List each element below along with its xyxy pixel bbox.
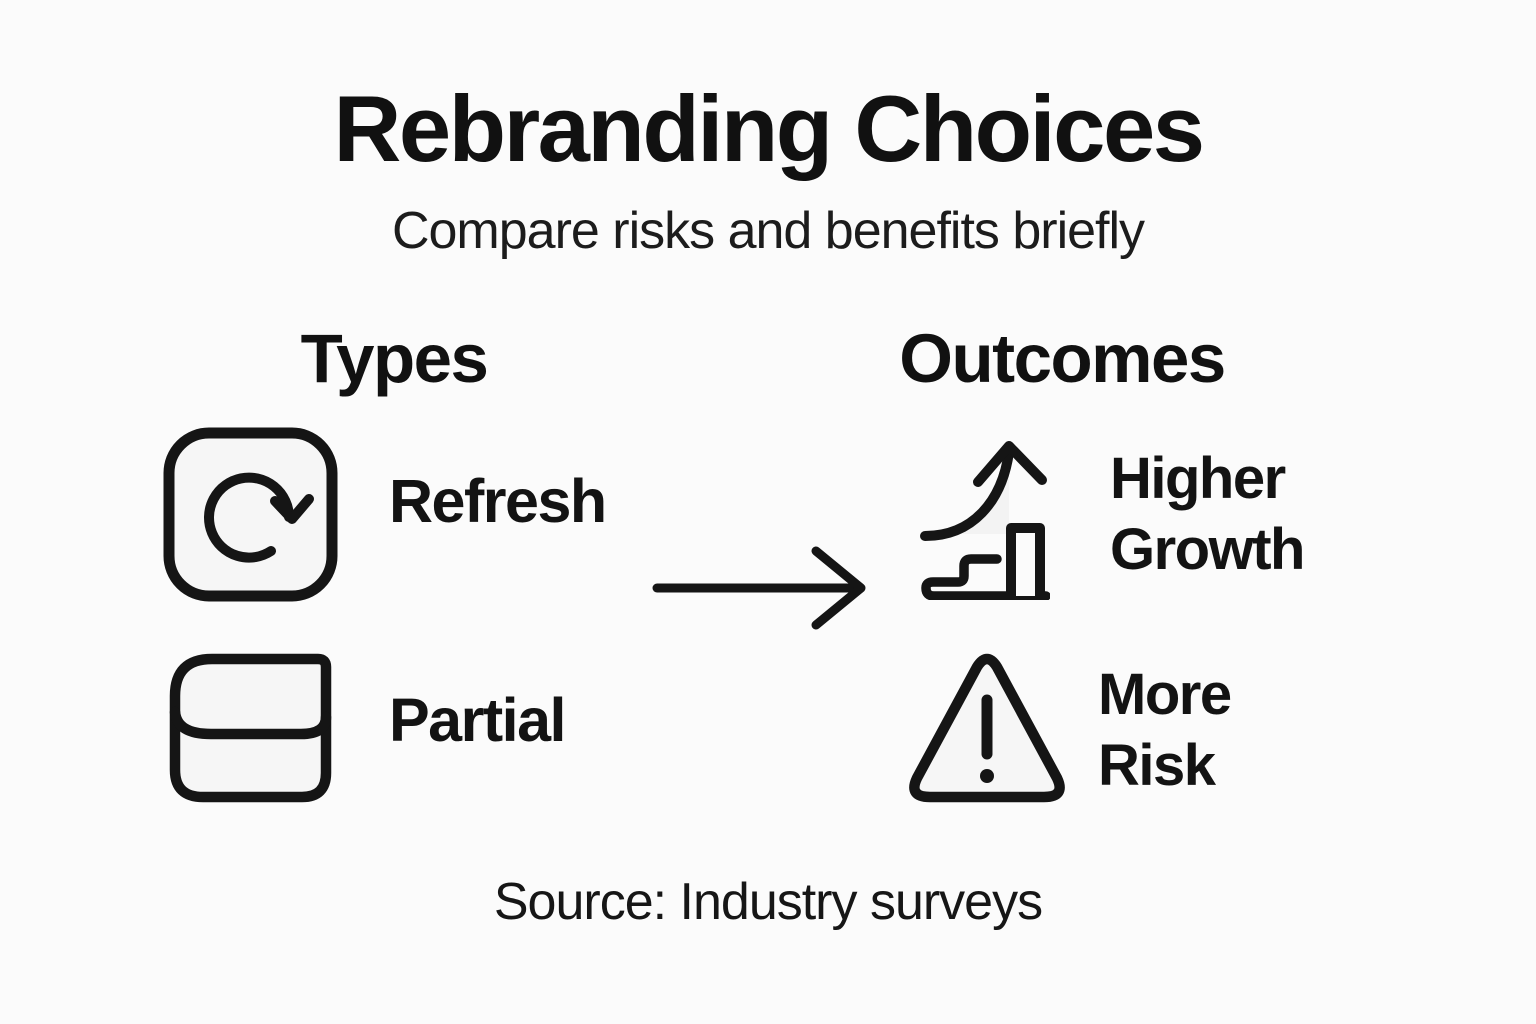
growth-chart-icon [900,430,1051,601]
partial-stack-icon [167,652,333,804]
right-arrow-icon [648,545,870,631]
types-column-heading: Types [300,320,489,397]
refresh-icon [163,427,338,602]
page-subtitle: Compare risks and benefits briefly [391,202,1145,260]
type-item-label-partial: Partial [389,686,567,754]
source-note: Source: Industry surveys [493,873,1043,931]
outcome-item-label-more-risk: More Risk [1098,662,1232,798]
warning-triangle-icon [905,650,1070,805]
page-title: Rebranding Choices [333,76,1205,181]
type-item-label-refresh: Refresh [389,467,607,535]
outcomes-column-heading: Outcomes [899,320,1226,397]
outcome-item-label-higher-growth: Higher Growth [1110,446,1305,582]
